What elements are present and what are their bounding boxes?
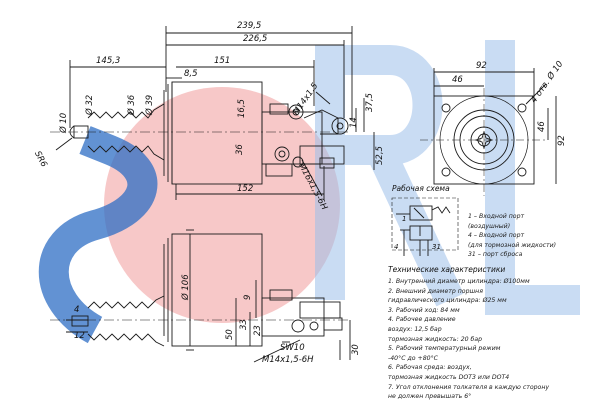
dim-h-375: 37,5: [365, 93, 375, 112]
dim-dia-32: Ø 32: [85, 94, 95, 115]
dim-length-152: 152: [237, 184, 254, 194]
spec-line: тормозная жидкость: 20 бар: [388, 335, 483, 343]
dim-h-9: 9: [243, 294, 253, 300]
spec-line: воздух: 12,5 бар: [388, 325, 442, 333]
spec-line: 6. Рабочая среда: воздух,: [388, 364, 472, 372]
bellows-boot-side: [87, 295, 165, 347]
dim-overall-length: 239,5: [237, 21, 262, 31]
dim-h-14: 14: [349, 117, 359, 128]
dim-h-165: 16,5: [237, 99, 247, 118]
legend-line: 1 – Входной порт: [468, 213, 525, 220]
spec-line: 3. Рабочий ход: 84 мм: [388, 306, 460, 314]
dim-h-30: 30: [351, 344, 361, 355]
schema-legend: 1 – Входной порт (воздушный) 4 – Входной п…: [468, 212, 556, 260]
legend-line: (для тормозной жидкости): [468, 241, 557, 249]
dim-height-92: 92: [557, 135, 567, 146]
dim-dia-36: Ø 36: [127, 94, 137, 115]
top-port: [288, 104, 304, 120]
pneumatic-schema: [391, 197, 459, 256]
dim-width-92: 92: [476, 61, 487, 71]
valve-symbol-top: [409, 205, 433, 221]
dim-h-33: 33: [239, 319, 249, 330]
spec-line: гидравлического цилиндра: Ø25 мм: [388, 297, 507, 305]
specs-title: Технические характеристики: [388, 265, 506, 274]
dim-thread-m14-6h: M14x1,5-6H: [262, 355, 314, 365]
dim-h-50: 50: [225, 329, 235, 340]
watermark-letter-s: [38, 126, 158, 344]
flange-hole-br: [517, 167, 527, 177]
dim-length-2265: 226,5: [243, 34, 268, 44]
flange-hole-tl: [441, 103, 451, 113]
schema-title: Рабочая схема: [392, 184, 450, 193]
legend-line: 31 – порт сброса: [468, 251, 523, 259]
specs-list: 1. Внутренний диаметр цилиндра: Ø100мм 2.…: [388, 277, 549, 402]
spec-line: 1. Внутренний диаметр цилиндра: Ø100мм: [388, 278, 530, 285]
flange-hole-bl: [441, 167, 451, 177]
flange-hole-tr: [517, 103, 527, 113]
dim-length-151: 151: [214, 56, 231, 66]
spec-line: тормозная жидкость DOT3 или DOT4: [388, 373, 510, 381]
schema-port-4: 4: [394, 243, 399, 251]
hydraulic-section-side: [261, 297, 325, 337]
piston-rod-side: [71, 315, 89, 327]
top-view: [50, 26, 375, 200]
cylinder-body: [171, 81, 263, 185]
cylinder-body-side: [171, 233, 263, 347]
spec-line: не должен превышать 6°: [388, 393, 472, 401]
watermark-letter-l: [485, 40, 580, 315]
dim-h-23: 23: [253, 325, 263, 336]
dim-length-1453: 145,3: [96, 56, 121, 66]
dim-h-525: 52,5: [375, 146, 385, 165]
dim-sw10: SW10: [280, 343, 305, 353]
spec-line: 4. Рабочее давление: [388, 316, 456, 324]
spec-line: 5. Рабочий температурный режим: [388, 345, 501, 353]
valve-symbol-bottom: [409, 225, 433, 241]
lever-pivot: [331, 117, 349, 135]
dim-stroke-4: 4: [74, 305, 80, 315]
dim-offset-46-side: 46: [537, 121, 547, 132]
end-view: [420, 68, 557, 196]
watermark-red-circle: [104, 87, 340, 323]
schema-port-31: 31: [432, 243, 441, 251]
bottom-view: [50, 229, 351, 363]
dim-h-36: 36: [235, 144, 245, 155]
air-port: [274, 146, 290, 162]
dim-dia-39: Ø 39: [145, 94, 155, 115]
spec-line: 2. Внешний диаметр поршня: [388, 287, 483, 295]
dim-offset-85: 8,5: [184, 69, 198, 79]
dim-offset-46-top: 46: [452, 75, 463, 85]
valve-block: [299, 145, 345, 165]
legend-line: 4 – Входной порт: [468, 232, 525, 240]
spec-line: -40°С до +80°С: [388, 354, 438, 362]
dim-dia-106: Ø 106: [181, 274, 191, 300]
bellows-boot: [87, 103, 165, 161]
dim-length-12: 12: [74, 331, 85, 341]
watermark-letter-r: [315, 45, 464, 307]
schema-port-1: 1: [402, 215, 407, 223]
spec-line: 7. Угол отклонения толкателя в каждую ст…: [388, 383, 550, 391]
legend-line: (воздушный): [468, 222, 511, 230]
hydraulic-section: [261, 111, 323, 165]
dim-dia-10: Ø 10: [59, 112, 69, 133]
